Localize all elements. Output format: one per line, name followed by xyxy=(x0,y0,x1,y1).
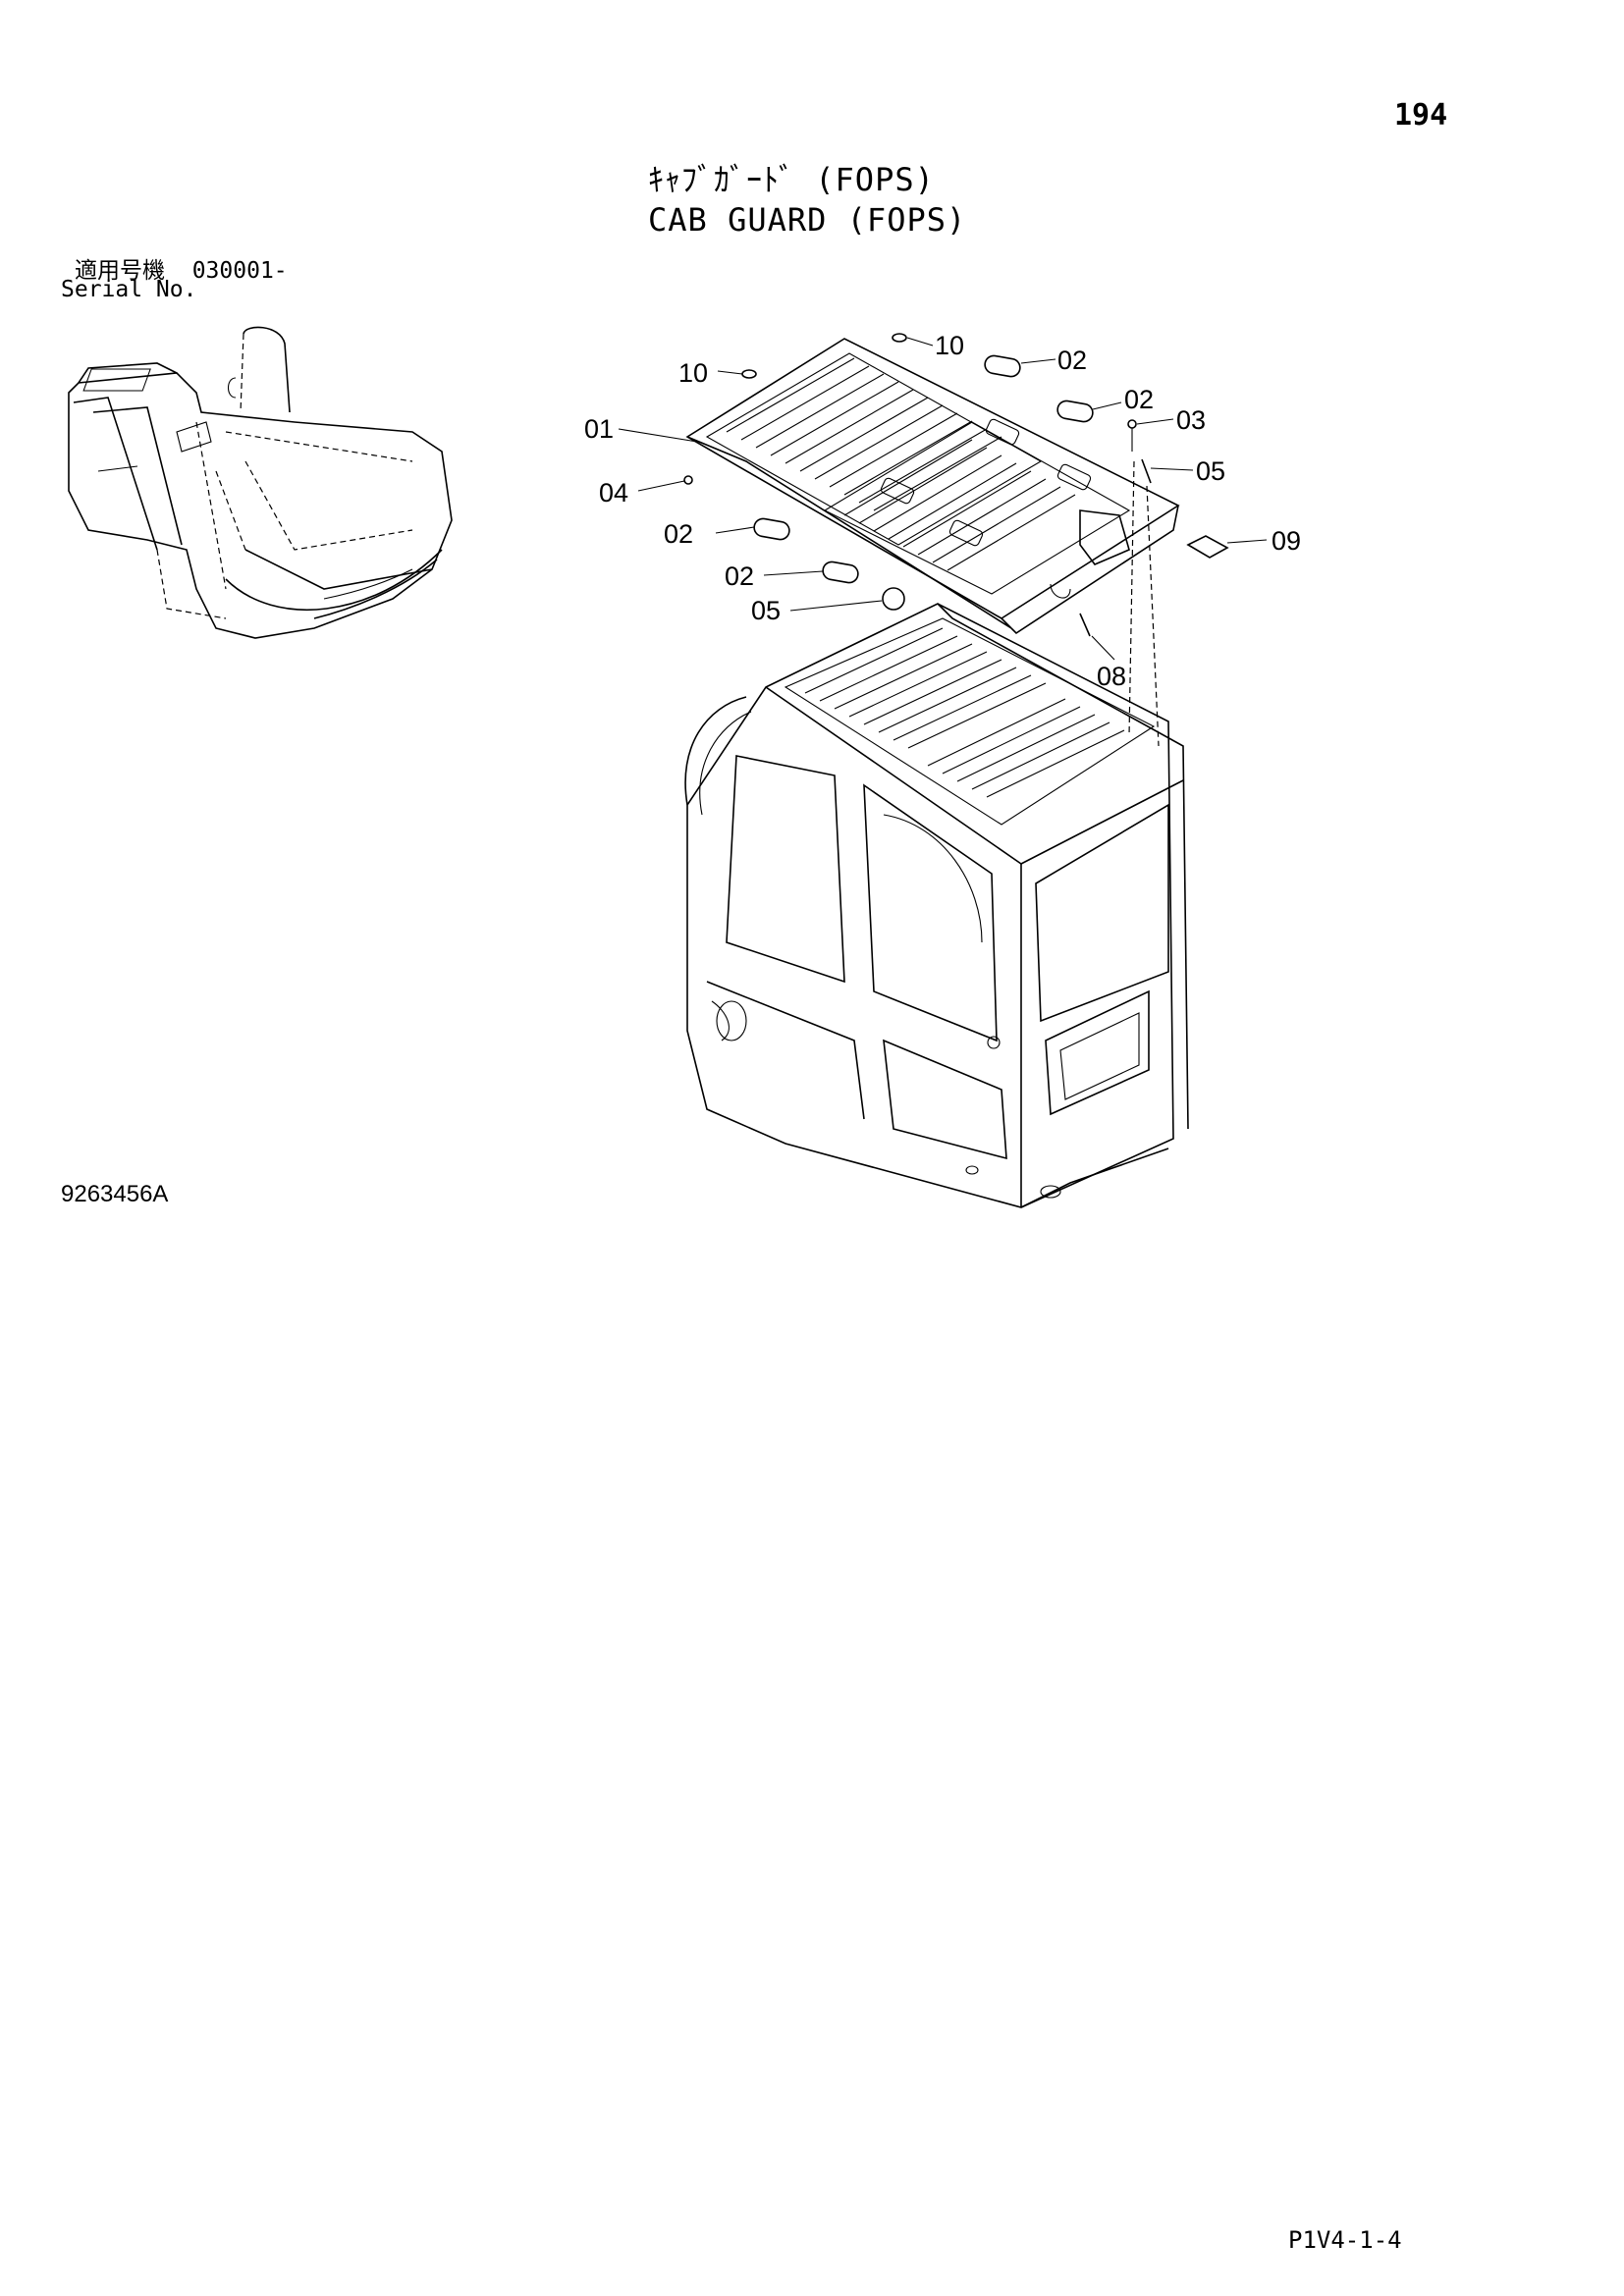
callout-label: 09 xyxy=(1272,526,1301,556)
drawing-number: 9263456A xyxy=(61,1181,169,1207)
machine-overview-illustration xyxy=(68,326,453,639)
cab-guard-panel-illustration xyxy=(685,338,1180,635)
callout-label: 05 xyxy=(1196,456,1225,486)
callout-label: 02 xyxy=(1124,385,1154,414)
callout-labels: 10 10 02 02 03 01 05 04 09 02 02 05 08 xyxy=(584,331,1301,691)
callout-label: 02 xyxy=(664,519,693,549)
operator-cab-illustration xyxy=(684,603,1189,1208)
serial-range: 適用号機 030001- xyxy=(75,251,288,285)
serial-label-jp: 適用号機 xyxy=(75,258,165,284)
callout-label: 10 xyxy=(678,358,708,388)
callout-label: 02 xyxy=(1057,346,1087,375)
panel-grille-slots xyxy=(726,357,1076,571)
serial-label-en: Serial No. xyxy=(61,277,197,302)
loose-hardware-parts xyxy=(683,333,1229,747)
page-title-en: CAB GUARD (FOPS) xyxy=(648,201,967,239)
callout-label: 01 xyxy=(584,414,614,444)
serial-value: 030001- xyxy=(191,258,288,284)
callout-label: 04 xyxy=(599,478,628,507)
page-title-jp: ｷｬﾌﾞｶﾞｰﾄﾞ (FOPS) xyxy=(648,161,935,198)
callout-label: 08 xyxy=(1097,662,1126,691)
callout-leader-lines xyxy=(618,337,1268,661)
callout-label: 05 xyxy=(751,596,781,625)
callout-label: 02 xyxy=(725,561,754,591)
page-number: 194 xyxy=(1394,98,1448,133)
page-code: P1V4-1-4 xyxy=(1288,2226,1402,2254)
callout-label: 10 xyxy=(935,331,964,360)
callout-label: 03 xyxy=(1176,405,1206,435)
